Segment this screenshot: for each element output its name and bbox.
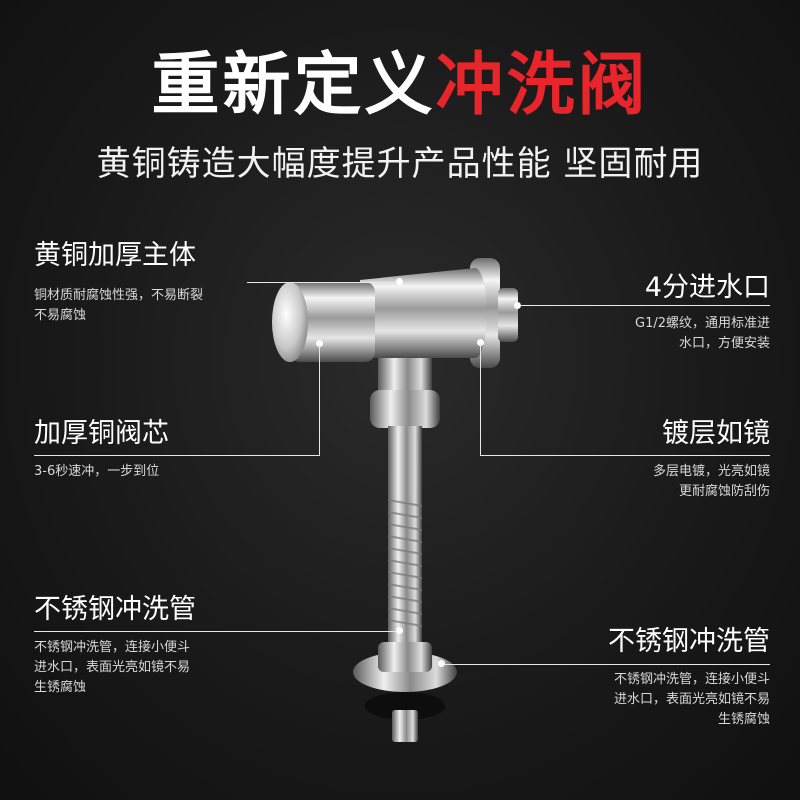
pointer-line (480, 455, 770, 456)
callout-heading: 4分进水口 (644, 272, 770, 303)
callout-heading: 不锈钢冲洗管 (34, 594, 196, 625)
pointer-dot (396, 627, 403, 634)
callout-valve-core: 加厚铜阀芯 3-6秒速冲，一步到位 (34, 416, 169, 482)
callout-pipe-left: 不锈钢冲洗管 不锈钢冲洗管，连接小便斗 进水口，表面光亮如镜不易 生锈腐蚀 (34, 592, 196, 698)
callout-desc: 生锈腐蚀 (717, 712, 770, 727)
pointer-dot (477, 339, 484, 346)
callout-inlet: 4分进水口 G1/2螺纹，通用标准进 水口，方便安装 (635, 270, 770, 354)
callout-desc: 多层电镀，光亮如镜 (652, 464, 770, 479)
callout-desc: 不锈钢冲洗管，连接小便斗 (613, 672, 770, 687)
pointer-line (480, 344, 481, 455)
callout-heading: 加厚铜阀芯 (34, 418, 169, 449)
callout-desc: 不易腐蚀 (34, 308, 87, 323)
callout-desc: 进水口，表面光亮如镜不易 (34, 660, 191, 675)
callout-desc: 进水口，表面光亮如镜不易 (613, 692, 770, 707)
pointer-dot (438, 660, 445, 667)
callout-desc: 生锈腐蚀 (34, 680, 87, 695)
callout-heading: 不锈钢冲洗管 (608, 626, 770, 657)
pointer-dot (396, 278, 403, 285)
pointer-line (520, 305, 770, 306)
subtitle: 黄铜铸造大幅度提升产品性能 坚固耐用 (96, 144, 704, 184)
pointer-line (34, 631, 396, 632)
pointer-line (444, 664, 770, 665)
headline-white: 重新定义 (151, 46, 436, 125)
button-face (272, 282, 308, 362)
callout-desc: 更耐腐蚀防刮伤 (678, 484, 770, 499)
callout-desc: G1/2螺纹，通用标准进 (635, 316, 770, 331)
callout-pipe-right: 不锈钢冲洗管 不锈钢冲洗管，连接小便斗 进水口，表面光亮如镜不易 生锈腐蚀 (608, 624, 770, 730)
headline-red: 冲洗阀 (435, 46, 649, 125)
flush-valve-image (272, 258, 518, 742)
valve-nut (370, 390, 440, 428)
callout-heading: 镀层如镜 (662, 418, 770, 449)
callout-desc: 水口，方便安装 (678, 336, 770, 351)
pointer-line (34, 455, 320, 456)
headline: 重新定义冲洗阀 (0, 44, 800, 128)
pointer-line (319, 345, 320, 455)
callout-desc: 不锈钢冲洗管，连接小便斗 (34, 640, 191, 655)
inlet-thread (498, 288, 518, 342)
outlet-tail (392, 710, 418, 742)
callout-plating: 镀层如镜 多层电镀，光亮如镜 更耐腐蚀防刮伤 (653, 416, 770, 502)
callout-brass-body: 黄铜加厚主体 铜材质耐腐蚀性强，不易断裂 不易腐蚀 (34, 238, 203, 326)
pointer-dot (514, 302, 521, 309)
callout-desc: 铜材质耐腐蚀性强，不易断裂 (34, 288, 204, 303)
push-button (290, 282, 375, 362)
callout-heading: 黄铜加厚主体 (34, 240, 196, 271)
valve-body (360, 268, 475, 358)
pointer-line (247, 282, 397, 283)
pointer-dot (316, 340, 323, 347)
callout-desc: 3-6秒速冲，一步到位 (34, 464, 160, 479)
